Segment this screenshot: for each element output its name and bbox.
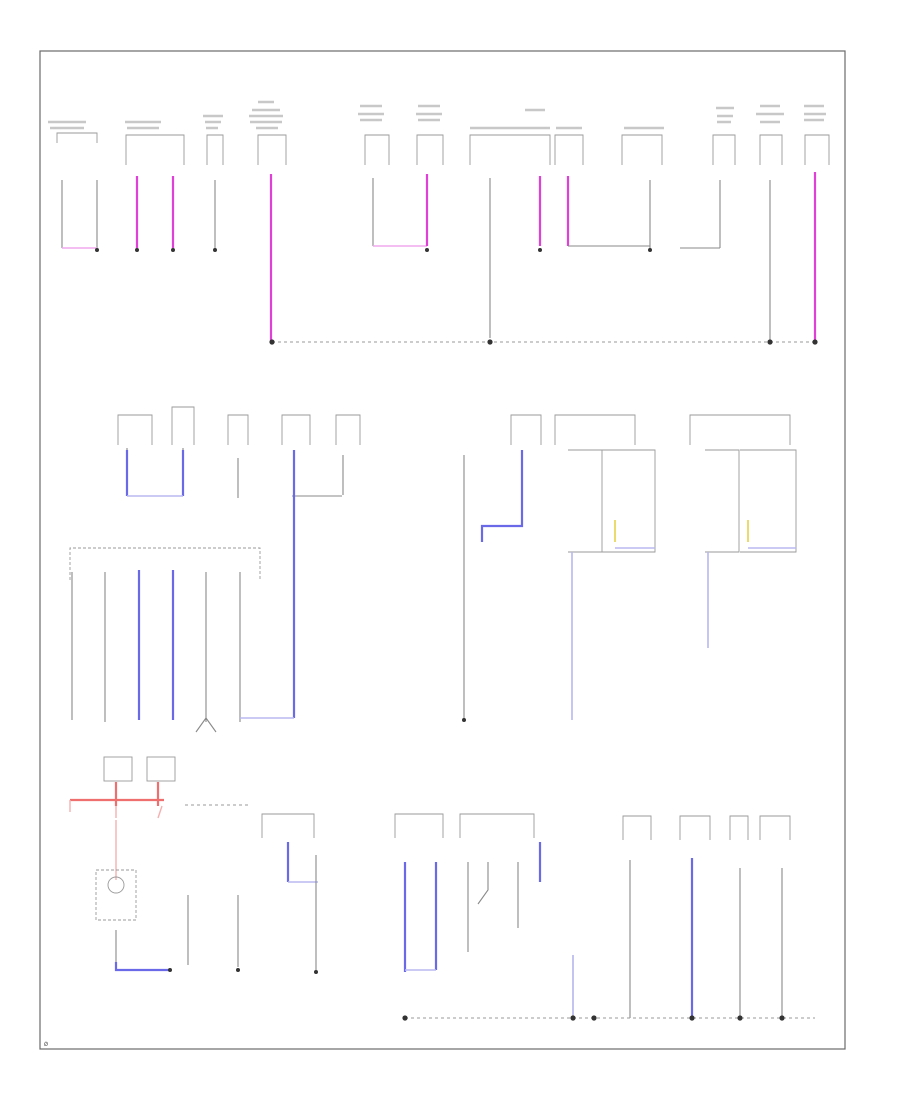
diagram-frame	[39, 50, 846, 1050]
connector-bracket-mid-right	[510, 414, 791, 445]
middle-left-section	[69, 406, 361, 972]
component-box-2	[146, 756, 176, 782]
middle-right-section	[462, 414, 797, 722]
wire-mr-blue-1	[480, 450, 524, 542]
wire-splice-blue	[137, 570, 175, 720]
wire-bot-1	[315, 855, 783, 1018]
connector-mr-1	[568, 449, 656, 553]
wire-splice-loop	[195, 717, 217, 733]
wire-mr-bluel-1	[571, 547, 655, 720]
page-number: Ǿ	[44, 1041, 48, 1048]
wire-top-pink-5	[425, 174, 570, 246]
wire-splice-1	[71, 572, 241, 722]
lamp-bracket	[95, 869, 137, 921]
wire-redl-1	[69, 800, 163, 819]
wire-red-1	[70, 782, 164, 806]
top-component-labels	[48, 100, 826, 130]
wire-mid-blue-1	[125, 450, 185, 496]
wire-bot-blue-1	[286, 842, 694, 1018]
top-section	[48, 100, 830, 345]
connector-bracket-mid-left	[117, 406, 361, 445]
wire-mid-2	[237, 455, 344, 498]
wire-top-pink-2	[135, 176, 175, 248]
wire-top-1	[61, 180, 98, 248]
connector-bracket-top	[56, 132, 830, 165]
wire-bot-bluel-1	[288, 881, 436, 971]
bottom-section	[261, 813, 815, 1021]
connector-bracket-bottom	[261, 813, 791, 840]
component-box-1	[103, 756, 133, 782]
ground-symbol-lamp	[107, 876, 125, 894]
wire-top-3	[372, 176, 541, 338]
connector-bracket-splice	[69, 547, 261, 580]
wire-lamp-blue	[114, 962, 170, 972]
wire-top-4	[568, 180, 721, 250]
wire-lamp-1	[115, 895, 239, 970]
wire-mid-1	[126, 448, 184, 496]
wire-mr-bluel-2	[707, 547, 796, 648]
connector-mr-2	[705, 449, 797, 553]
